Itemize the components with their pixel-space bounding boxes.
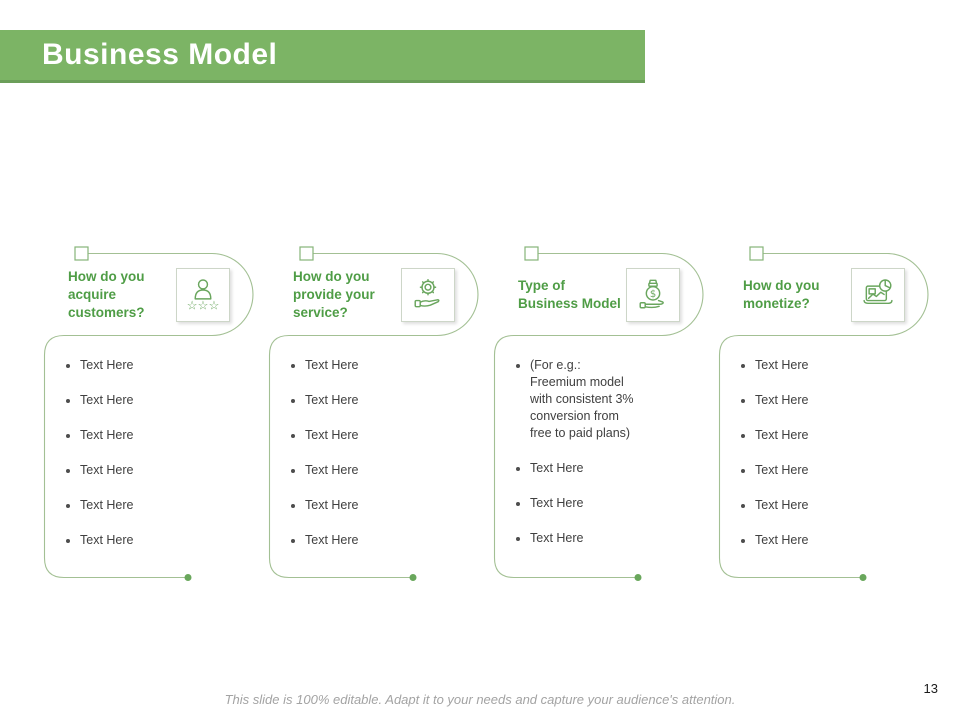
list-item: Text Here (64, 357, 226, 374)
frame-path (268, 252, 479, 579)
footer-note: This slide is 100% editable. Adapt it to… (224, 692, 736, 707)
list-item: Text Here (64, 462, 226, 479)
list-item: Text Here (289, 462, 451, 479)
list-item: Text Here (64, 427, 226, 444)
column-heading: Type of Business Model (518, 278, 621, 311)
column-acquire-customers: How do you acquire customers? ☆☆☆ Text H… (40, 245, 265, 590)
title-banner: Business Model (0, 30, 645, 83)
slide-title: Business Model (42, 38, 278, 71)
page-number: 13 (923, 681, 938, 696)
column-frame (718, 246, 929, 581)
list-item: Text Here (64, 497, 226, 514)
connector-square (524, 246, 539, 261)
chart-report-icon (851, 268, 905, 322)
list-item: Text Here (289, 532, 451, 549)
column-frame (268, 246, 479, 581)
list-item: Text Here (289, 427, 451, 444)
list-item: Text Here (739, 392, 901, 409)
money-bag-icon: $ (626, 268, 680, 322)
connector-square (749, 246, 764, 261)
person-stars-icon: ☆☆☆ (176, 268, 230, 322)
column-item-list: (For e.g.: Freemium model with consisten… (514, 357, 676, 565)
list-item: Text Here (64, 392, 226, 409)
endpoint-dot (409, 574, 417, 581)
list-item: Text Here (739, 462, 901, 479)
connector-square (74, 246, 89, 261)
frame-path (718, 252, 929, 579)
connector-square (299, 246, 314, 261)
column-heading: How do you monetize? (743, 278, 820, 311)
frame-path (43, 252, 254, 579)
list-item: (For e.g.: Freemium model with consisten… (514, 357, 640, 442)
column-heading: How do you acquire customers? (68, 269, 145, 320)
list-item: Text Here (64, 532, 226, 549)
list-item: Text Here (289, 357, 451, 374)
column-heading: How do you provide your service? (293, 269, 375, 320)
list-item: Text Here (289, 392, 451, 409)
list-item: Text Here (739, 497, 901, 514)
list-item: Text Here (739, 427, 901, 444)
column-provide-service: How do you provide your service? Text He… (265, 245, 490, 590)
endpoint-dot (634, 574, 642, 581)
column-business-model-type: Type of Business Model $ (For e.g.: Free… (490, 245, 715, 590)
list-item: Text Here (514, 460, 640, 477)
hand-gear-icon (401, 268, 455, 322)
list-item: Text Here (739, 357, 901, 374)
list-item: Text Here (514, 495, 640, 512)
endpoint-dot (859, 574, 867, 581)
column-frame (43, 246, 254, 581)
svg-text:☆☆☆: ☆☆☆ (187, 298, 220, 312)
svg-text:$: $ (650, 289, 656, 300)
frame-path (493, 252, 704, 579)
list-item: Text Here (739, 532, 901, 549)
column-frame (493, 246, 704, 581)
endpoint-dot (184, 574, 192, 581)
list-item: Text Here (289, 497, 451, 514)
list-item: Text Here (514, 530, 640, 547)
